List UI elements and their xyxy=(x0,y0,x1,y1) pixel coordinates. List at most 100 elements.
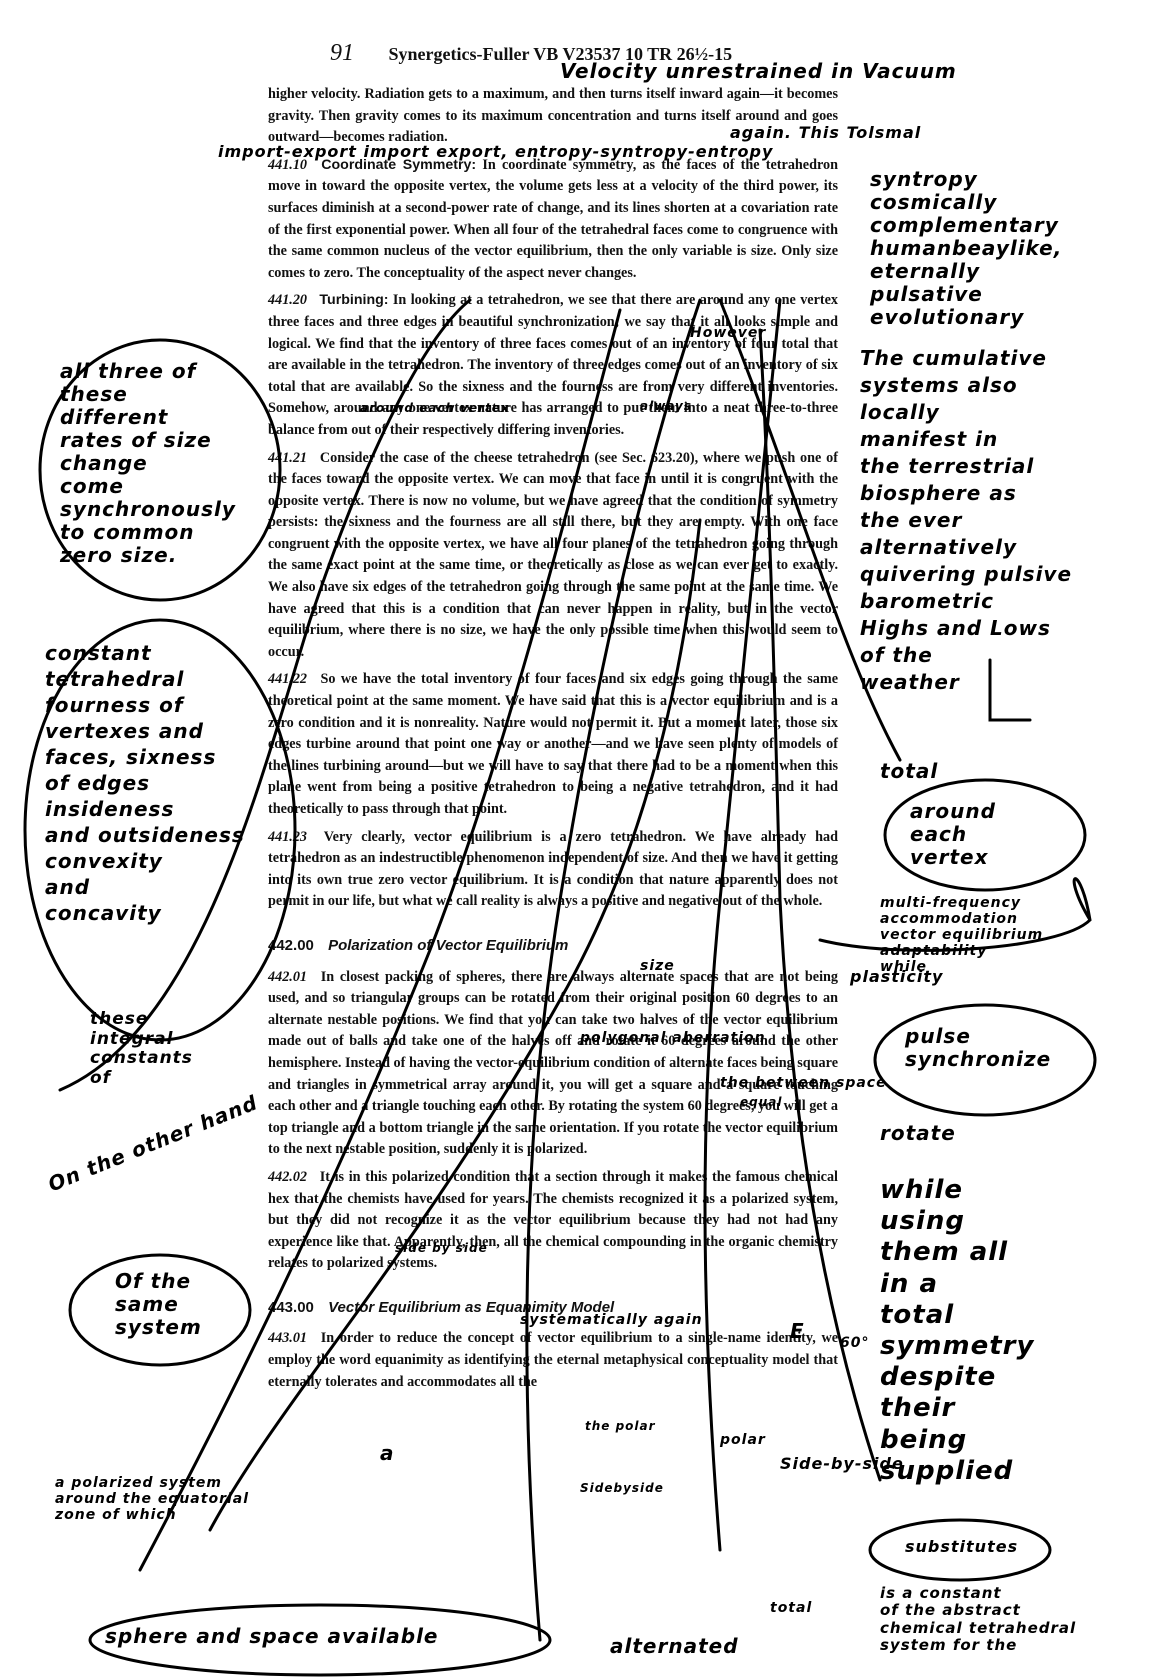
note-line: vector equilibrium xyxy=(880,927,1044,944)
note-line: cosmically xyxy=(870,190,998,214)
note-line: them all xyxy=(880,1237,1009,1268)
note-line: each xyxy=(910,822,968,846)
note-line: is a constant xyxy=(880,1584,1002,1602)
annotation-inline-e: E xyxy=(790,1319,805,1343)
section-text: Consider the case of the cheese tetrahed… xyxy=(268,449,838,660)
note-line: biosphere as xyxy=(860,481,1017,505)
note-line: to common xyxy=(60,520,195,544)
annotation-pulse: pulse synchronize xyxy=(905,1025,1051,1071)
note-line: same xyxy=(115,1292,179,1316)
annotation-inline-systematically: systematically again xyxy=(520,1312,703,1328)
note-line: change xyxy=(60,451,148,475)
note-line: convexity xyxy=(45,849,163,873)
paragraph-441-20: 441.20 Turbining: In looking at a tetrah… xyxy=(268,290,838,441)
note-line: faces, sixness xyxy=(45,745,217,769)
note-line: in a xyxy=(880,1268,939,1299)
note-line: being xyxy=(880,1424,968,1455)
annotation-inline-the-polar: the polar xyxy=(585,1419,656,1433)
section-title: Coordinate Symmetry: xyxy=(321,156,477,173)
note-line: zone of which xyxy=(55,1507,177,1524)
note-line: these xyxy=(90,1009,149,1029)
note-line: different xyxy=(60,405,169,429)
note-line: while xyxy=(880,1175,963,1205)
handwritten-page-number: 91 xyxy=(330,40,354,66)
annotation-total-tag: total xyxy=(880,759,939,783)
section-number: 443.01 xyxy=(268,1330,308,1347)
note-line: syntropy xyxy=(870,167,978,191)
heading-number: 443.00 xyxy=(268,1298,314,1316)
section-number: 442.01 xyxy=(268,968,308,985)
note-line: fourness of xyxy=(45,693,184,717)
annotation-other-hand: On the other hand xyxy=(44,1090,262,1197)
note-line: The cumulative xyxy=(860,346,1047,370)
note-line: adaptability xyxy=(880,943,988,960)
annotation-inline-however: However xyxy=(690,325,767,341)
note-line: their xyxy=(880,1393,956,1424)
paragraph-443-01: 443.01 In order to reduce the concept of… xyxy=(268,1328,838,1393)
annotation-inline-sidebyside-2: Sidebyside xyxy=(580,1481,664,1495)
section-number: 441.20 xyxy=(268,292,308,309)
section-number: 442.02 xyxy=(268,1168,308,1185)
note-line: concavity xyxy=(45,901,162,925)
note-line: a polarized system xyxy=(55,1475,223,1491)
note-line: of the abstract xyxy=(880,1601,1021,1620)
note-line: locally xyxy=(860,400,940,424)
note-line: quivering pulsive xyxy=(860,562,1073,586)
note-line: symmetry xyxy=(880,1330,1035,1361)
section-text: So we have the total inventory of four f… xyxy=(268,671,838,817)
section-text: In closest packing of spheres, there are… xyxy=(268,968,839,1158)
note-line: Highs and Lows xyxy=(860,616,1051,640)
note-line: Of the xyxy=(115,1269,192,1293)
annotation-inline-polar: polar xyxy=(720,1432,766,1448)
section-text: In coordinate symmetry, as the faces of … xyxy=(268,156,839,281)
annotation-inline-between-space: the between space xyxy=(720,1075,887,1091)
running-header: 91 Synergetics-Fuller VB V23537 10 TR 26… xyxy=(330,40,732,67)
heading-title: Polarization of Vector Equilibrium xyxy=(328,936,569,954)
note-line: alternatively xyxy=(860,535,1017,559)
note-line: pulse xyxy=(905,1024,971,1048)
annotation-substitutes: substitutes xyxy=(905,1537,1019,1556)
annotation-inline-a: a xyxy=(380,1441,395,1465)
note-line: and xyxy=(45,875,91,899)
annotation-top-right: Velocity unrestrained in Vacuum xyxy=(560,59,957,83)
section-text: Very clearly, vector equilibrium is a ze… xyxy=(268,828,838,910)
note-line: synchronize xyxy=(905,1047,1052,1071)
note-line: rates of size xyxy=(60,428,212,452)
section-number: 441.21 xyxy=(268,449,308,466)
note-line: evolutionary xyxy=(870,305,1025,329)
annotation-left-small: these integral constants of xyxy=(90,1009,193,1088)
section-text: In order to reduce the concept of vector… xyxy=(268,1330,839,1390)
annotation-rotate: rotate xyxy=(880,1121,956,1145)
annotation-inline-60: 60° xyxy=(840,1335,870,1351)
note-line: pulsative xyxy=(870,282,983,306)
note-line: the ever xyxy=(860,508,963,532)
note-line: while xyxy=(880,959,927,976)
annotation-inline-size: size xyxy=(640,958,675,974)
annotation-inline-around-vertex: around each vertex xyxy=(360,401,510,415)
annotation-while-block: while using them all in a total symmetry… xyxy=(880,1175,1034,1487)
note-line: eternally xyxy=(870,259,981,283)
note-line: and outsideness xyxy=(45,823,245,847)
annotation-right-top-stack: syntropy cosmically complementary humanb… xyxy=(870,168,1150,329)
note-line: of edges xyxy=(45,771,151,795)
note-line: all three of these xyxy=(60,359,197,406)
note-line: constant xyxy=(45,641,152,665)
annotation-left-bubble-2: constant tetrahedral fourness of vertexe… xyxy=(45,640,275,926)
annotation-import-export: import-export import export, entropy-syn… xyxy=(218,142,774,161)
annotation-inline-polygonal: polygonal aberration xyxy=(580,1030,766,1046)
paragraph-442-01: 442.01 In closest packing of spheres, th… xyxy=(268,967,838,1161)
section-text: It is in this polarized condition that a… xyxy=(268,1168,838,1272)
annotation-line-again: again. This Tolsmal xyxy=(730,123,922,142)
section-number: 441.10 xyxy=(268,156,308,173)
note-line: vertex xyxy=(910,845,989,869)
heading-442: 442.00 Polarization of Vector Equilibriu… xyxy=(268,935,838,957)
annotation-alternated: alternated xyxy=(610,1634,739,1658)
note-line: using xyxy=(880,1206,966,1237)
note-line: systems also xyxy=(860,373,1018,397)
annotation-constant-abstract: is a constant of the abstract chemical t… xyxy=(880,1584,1076,1654)
note-line: complementary xyxy=(870,213,1059,237)
section-text: In looking at a tetrahedron, we see that… xyxy=(268,292,839,438)
note-line: barometric xyxy=(860,589,994,613)
annotation-plasticity: plasticity xyxy=(850,967,944,986)
